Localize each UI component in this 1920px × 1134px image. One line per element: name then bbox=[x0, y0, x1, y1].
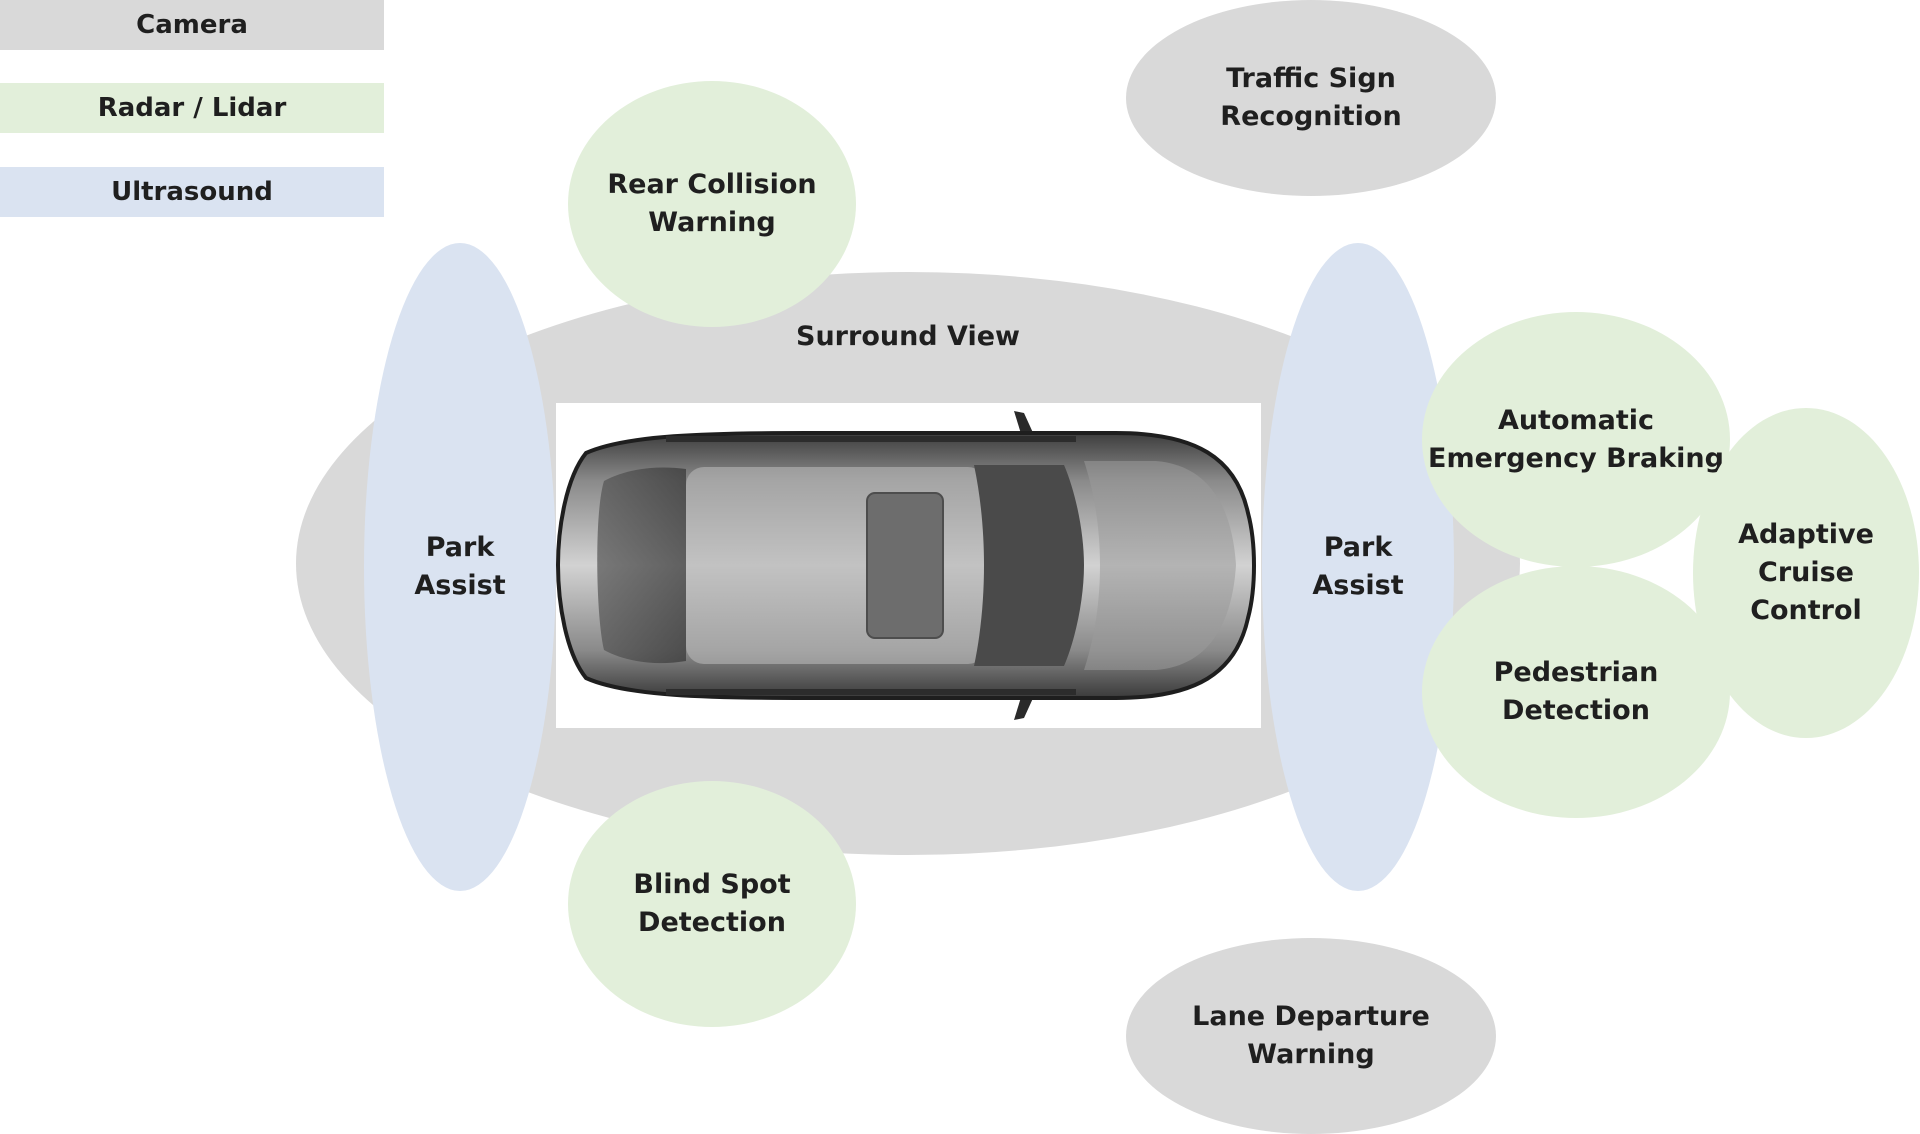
blind-spot-detection-zone: Blind Spot Detection bbox=[568, 781, 856, 1027]
lane-departure-warning-zone: Lane Departure Warning bbox=[1126, 938, 1496, 1134]
automatic-emergency-braking-label: Automatic Emergency Braking bbox=[1428, 404, 1724, 474]
legend-radar-lidar: Radar / Lidar bbox=[0, 83, 384, 133]
surround-view-label: Surround View bbox=[796, 321, 1020, 352]
legend-ultrasound-label: Ultrasound bbox=[111, 177, 273, 207]
traffic-sign-recognition-zone: Traffic Sign Recognition bbox=[1126, 0, 1496, 196]
pedestrian-detection-label: Pedestrian Detection bbox=[1493, 657, 1659, 726]
rear-collision-warning-label: Rear Collision Warning bbox=[607, 169, 817, 238]
park-assist-rear-zone: Park Assist bbox=[364, 243, 556, 891]
legend-camera-label: Camera bbox=[136, 10, 248, 40]
traffic-sign-recognition-label: Traffic Sign Recognition bbox=[1220, 63, 1402, 132]
rear-collision-warning-zone: Rear Collision Warning bbox=[568, 81, 856, 327]
adaptive-cruise-control-zone: Adaptive Cruise Control bbox=[1693, 408, 1919, 738]
car-top-view-icon bbox=[556, 411, 1256, 720]
automatic-emergency-braking-zone: Automatic Emergency Braking bbox=[1422, 312, 1730, 567]
lane-departure-warning-label: Lane Departure Warning bbox=[1192, 1001, 1430, 1070]
pedestrian-detection-zone: Pedestrian Detection bbox=[1422, 566, 1730, 818]
blind-spot-detection-label: Blind Spot Detection bbox=[633, 869, 791, 938]
car-image bbox=[556, 403, 1261, 728]
adaptive-cruise-control-label: Adaptive Cruise Control bbox=[1738, 519, 1874, 626]
park-assist-front-label: Park Assist bbox=[1312, 532, 1404, 601]
legend-camera: Camera bbox=[0, 0, 384, 50]
park-assist-front-zone: Park Assist bbox=[1262, 243, 1454, 891]
park-assist-rear-label: Park Assist bbox=[414, 532, 506, 601]
legend-radar-lidar-label: Radar / Lidar bbox=[97, 93, 287, 123]
legend-ultrasound: Ultrasound bbox=[0, 167, 384, 217]
